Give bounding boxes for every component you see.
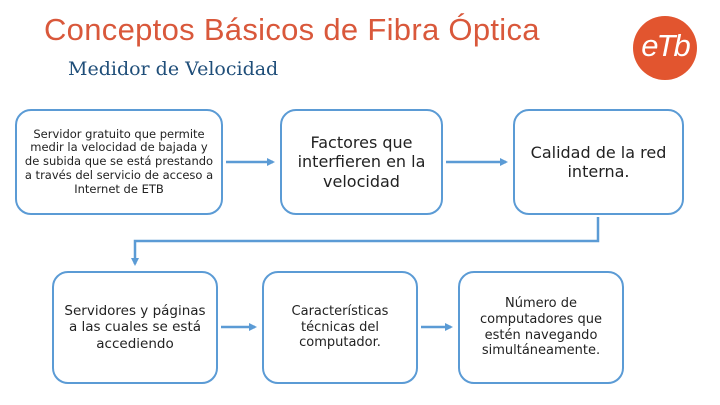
node-caracteristicas: Características técnicas del computador. — [262, 271, 418, 384]
logo-text: eTb — [641, 28, 690, 63]
node-servidor-text: Servidor gratuito que permite medir la v… — [24, 126, 214, 196]
page-title: Conceptos Básicos de Fibra Óptica — [44, 12, 540, 47]
node-calidad-text: Calidad de la red interna. — [530, 142, 667, 181]
page-subtitle: Medidor de Velocidad — [68, 58, 279, 80]
etb-logo: eTb — [633, 16, 697, 80]
node-calidad: Calidad de la red interna. — [513, 109, 684, 215]
node-factores: Factores que interfieren en la velocidad — [280, 109, 443, 215]
node-servidores: Servidores y páginas a las cuales se est… — [52, 271, 218, 384]
node-caracteristicas-text: Características técnicas del computador. — [291, 304, 389, 351]
node-servidores-text: Servidores y páginas a las cuales se est… — [64, 303, 206, 352]
node-numero: Número de computadores que estén navegan… — [458, 271, 624, 384]
node-factores-text: Factores que interfieren en la velocidad — [297, 133, 426, 191]
node-servidor: Servidor gratuito que permite medir la v… — [15, 109, 223, 215]
arrow-calidad-to-servidores — [131, 217, 600, 266]
node-numero-text: Número de computadores que estén navegan… — [480, 296, 602, 359]
